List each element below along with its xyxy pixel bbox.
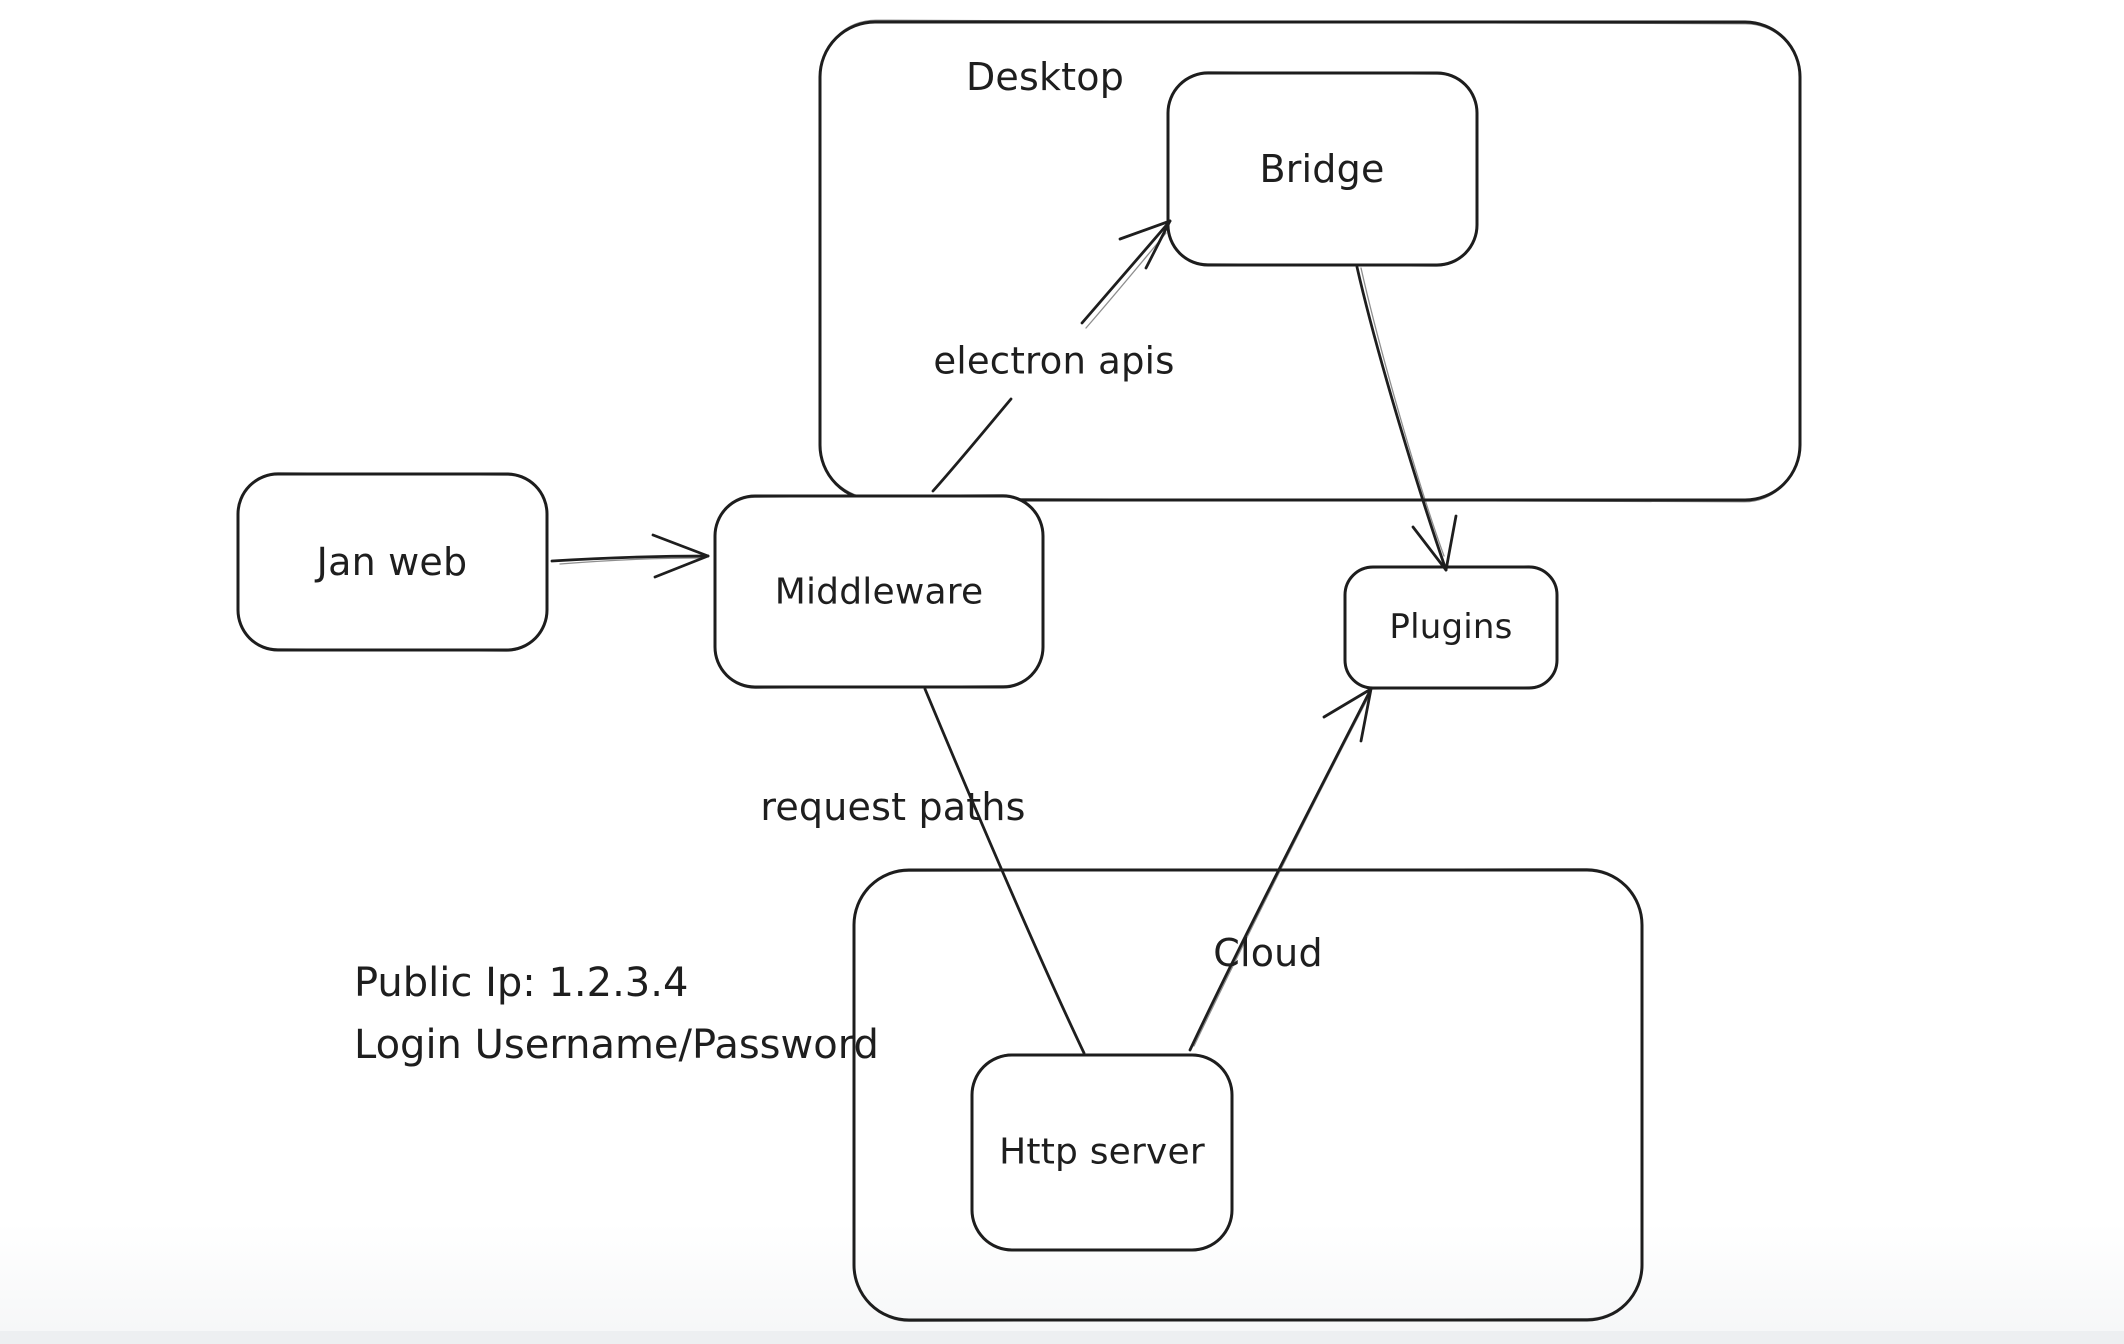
- jan-web-to-middleware-arrowhead: [651, 533, 710, 579]
- edge-jan-web-to-middleware[interactable]: [550, 533, 710, 579]
- container-cloud[interactable]: [852, 868, 1644, 1322]
- edge-middleware-to-http-server[interactable]: [923, 687, 1086, 1055]
- node-http-server[interactable]: [970, 1053, 1234, 1252]
- middleware-to-bridge-line-sketch: [1085, 232, 1167, 329]
- desktop-container-label[interactable]: Desktop: [965, 55, 1125, 99]
- bridge-to-plugins-line[interactable]: [1355, 265, 1448, 572]
- canvas-bottom-strip: [0, 1331, 2124, 1344]
- http-server-to-plugins-line[interactable]: [1188, 687, 1373, 1052]
- bridge-to-plugins-arrowhead: [1411, 514, 1458, 572]
- edge-bridge-to-plugins[interactable]: [1355, 265, 1458, 572]
- jan-web-to-middleware-line[interactable]: [550, 554, 710, 563]
- node-plugins[interactable]: [1343, 565, 1559, 690]
- plugins-box-outline-sketch: [1343, 565, 1559, 690]
- login-annotation[interactable]: Login Username/Password: [354, 1022, 879, 1068]
- request-paths-edge-label[interactable]: request paths: [760, 785, 1026, 829]
- plugins-label[interactable]: Plugins: [1389, 607, 1513, 647]
- middleware-label[interactable]: Middleware: [774, 571, 984, 613]
- http-server-label[interactable]: Http server: [999, 1131, 1205, 1173]
- http-server-to-plugins-line-sketch: [1193, 697, 1369, 1047]
- middleware-to-bridge-arrowhead: [1118, 219, 1172, 270]
- middleware-to-bridge-line-lower[interactable]: [931, 397, 1013, 493]
- http-server-box-outline-sketch: [970, 1053, 1234, 1252]
- edge-http-server-to-plugins[interactable]: [1188, 687, 1373, 1052]
- bridge-label[interactable]: Bridge: [1259, 147, 1385, 191]
- jan-web-to-middleware-line-sketch: [559, 557, 701, 565]
- middleware-to-http-server-line[interactable]: [923, 687, 1086, 1055]
- cloud-container-outline-sketch: [852, 868, 1644, 1322]
- bridge-box-outline-sketch: [1166, 71, 1479, 267]
- cloud-container-label[interactable]: Cloud: [1213, 931, 1323, 975]
- node-jan-web[interactable]: [236, 472, 549, 652]
- desktop-container-outline-sketch: [818, 19, 1802, 503]
- bridge-to-plugins-line-sketch: [1360, 267, 1445, 557]
- middleware-to-bridge-line-upper[interactable]: [1080, 219, 1172, 325]
- node-bridge[interactable]: [1166, 71, 1479, 267]
- node-middleware[interactable]: [713, 494, 1045, 689]
- http-server-to-plugins-arrowhead: [1322, 687, 1373, 743]
- edge-middleware-to-bridge[interactable]: [931, 219, 1172, 493]
- container-desktop[interactable]: [818, 19, 1802, 503]
- jan-web-label[interactable]: Jan web: [316, 540, 468, 584]
- public-ip-annotation[interactable]: Public Ip: 1.2.3.4: [354, 960, 689, 1006]
- annotation-block[interactable]: Public Ip: 1.2.3.4 Login Username/Passwo…: [354, 952, 879, 1076]
- jan-web-box-outline-sketch: [236, 472, 549, 652]
- electron-apis-edge-label[interactable]: electron apis: [933, 339, 1175, 383]
- middleware-box-outline-sketch: [713, 494, 1045, 689]
